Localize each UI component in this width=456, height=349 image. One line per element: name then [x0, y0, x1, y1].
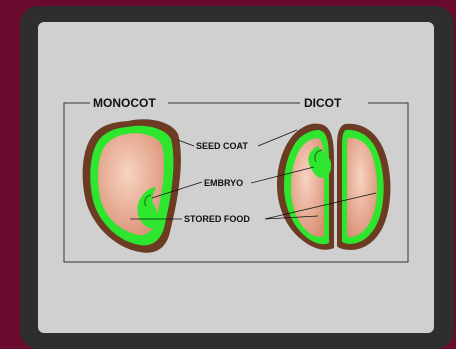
dicot-seed	[277, 124, 390, 250]
monocot-seed	[83, 119, 181, 253]
dicot-title: DICOT	[304, 96, 342, 110]
stored-food-label: STORED FOOD	[184, 214, 250, 224]
monocot-title: MONOCOT	[93, 96, 156, 110]
seed-coat-label: SEED COAT	[196, 141, 248, 151]
embryo-label: EMBRYO	[204, 178, 243, 188]
